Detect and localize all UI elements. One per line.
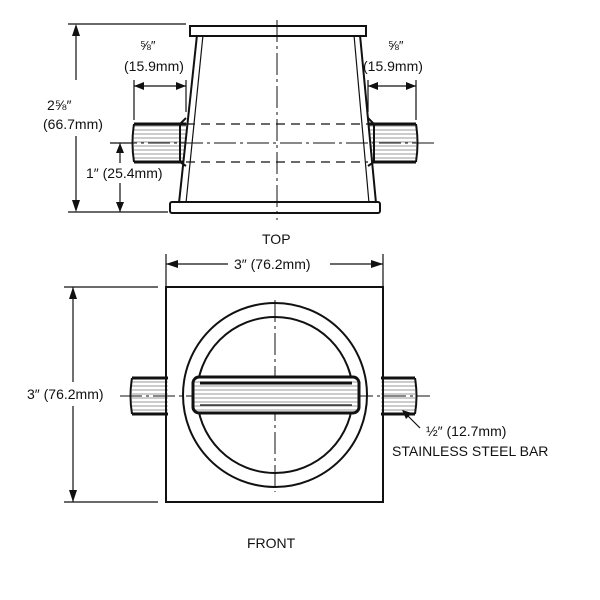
top-flange <box>189 25 367 37</box>
left-protrusion-metric: (15.9mm) <box>124 58 184 74</box>
top-height-metric: (66.7mm) <box>43 116 103 132</box>
right-protrusion-fraction: ⅝″ <box>388 38 404 53</box>
bar-callout-size: ½″ (12.7mm) <box>426 423 506 439</box>
left-protrusion-fraction: ⅝″ <box>140 38 156 53</box>
front-center-bar <box>191 375 361 415</box>
front-square-block <box>165 286 384 503</box>
front-width-label: 3″ (76.2mm) <box>234 256 311 272</box>
front-height-label: 3″ (76.2mm) <box>27 386 104 402</box>
front-height-dimension <box>64 286 158 503</box>
top-view: 2⅝″ (66.7mm) 1″ (25.4mm) ⅝″ (15.9mm) <box>43 20 438 247</box>
front-width-dimension <box>165 254 384 286</box>
right-protrusion-dimension <box>367 80 417 120</box>
top-height-fraction: 2⅝″ <box>47 97 71 113</box>
top-height-dimension <box>68 23 186 213</box>
bar-callout-description: STAINLESS STEEL BAR <box>392 443 548 459</box>
top-offset-label: 1″ (25.4mm) <box>86 165 163 181</box>
bottom-flange <box>169 201 381 214</box>
front-view: 3″ (76.2mm) 3″ (76.2mm) <box>27 254 548 551</box>
right-protrusion-metric: (15.9mm) <box>363 58 423 74</box>
top-view-title: TOP <box>262 231 291 247</box>
left-protrusion-dimension <box>133 80 187 120</box>
top-offset-dimension <box>110 142 132 212</box>
front-view-title: FRONT <box>247 535 296 551</box>
bar-callout-leader <box>402 410 421 429</box>
